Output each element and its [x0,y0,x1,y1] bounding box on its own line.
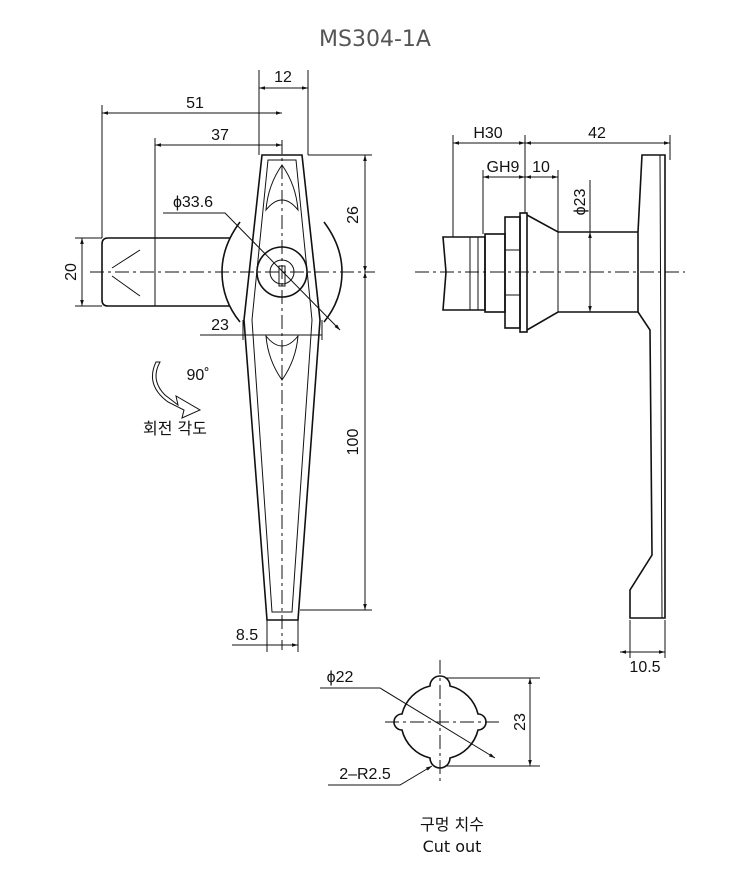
key-cylinder [256,246,308,298]
cutout-view: ϕ22 23 2–R2.5 구멍 치수 Cut out [320,660,540,856]
side-handle [629,154,666,619]
upper-grip [265,164,299,212]
dim-10: 10 [532,159,550,176]
rotation-label: 회전 각도 [143,419,207,438]
dim-8-5: 8.5 [236,627,258,644]
dim-phi-23: ϕ23 [572,189,589,216]
dim-23: 23 [211,317,229,334]
drawing-title: MS304-1A [319,27,431,52]
dim-20: 20 [63,263,80,281]
cutout-label-en: Cut out [423,837,482,856]
dim-2-r2-5: 2–R2.5 [339,766,391,783]
lower-grip [265,334,299,381]
dim-h30: H30 [473,125,502,142]
thread [484,233,506,313]
dim-23-cutout: 23 [512,713,529,731]
dim-gh9: GH9 [487,159,520,176]
dim-37: 37 [211,127,229,144]
flange [519,212,528,333]
dim-42: 42 [588,125,606,142]
latch [101,237,230,307]
dim-12: 12 [274,69,292,86]
rotation-arrow-icon [152,361,202,419]
cylinder-cap [442,236,486,311]
side-view: H30 42 GH9 10 ϕ23 10.5 [415,125,685,676]
dim-51: 51 [186,95,204,112]
dim-100: 100 [345,429,362,456]
cutout-label-ko: 구멍 치수 [420,815,484,834]
front-view: 12 51 37 26 100 20 23 ϕ33.6 8.5 90˚ 회전 각… [63,69,375,652]
cutout-shape [393,675,487,769]
dim-10-5: 10.5 [629,659,660,676]
rotation-angle: 90˚ [186,367,209,384]
hub [221,221,343,323]
dim-26: 26 [345,206,362,224]
dim-phi-33-6: ϕ33.6 [173,194,213,211]
dim-phi-22: ϕ22 [327,669,354,686]
